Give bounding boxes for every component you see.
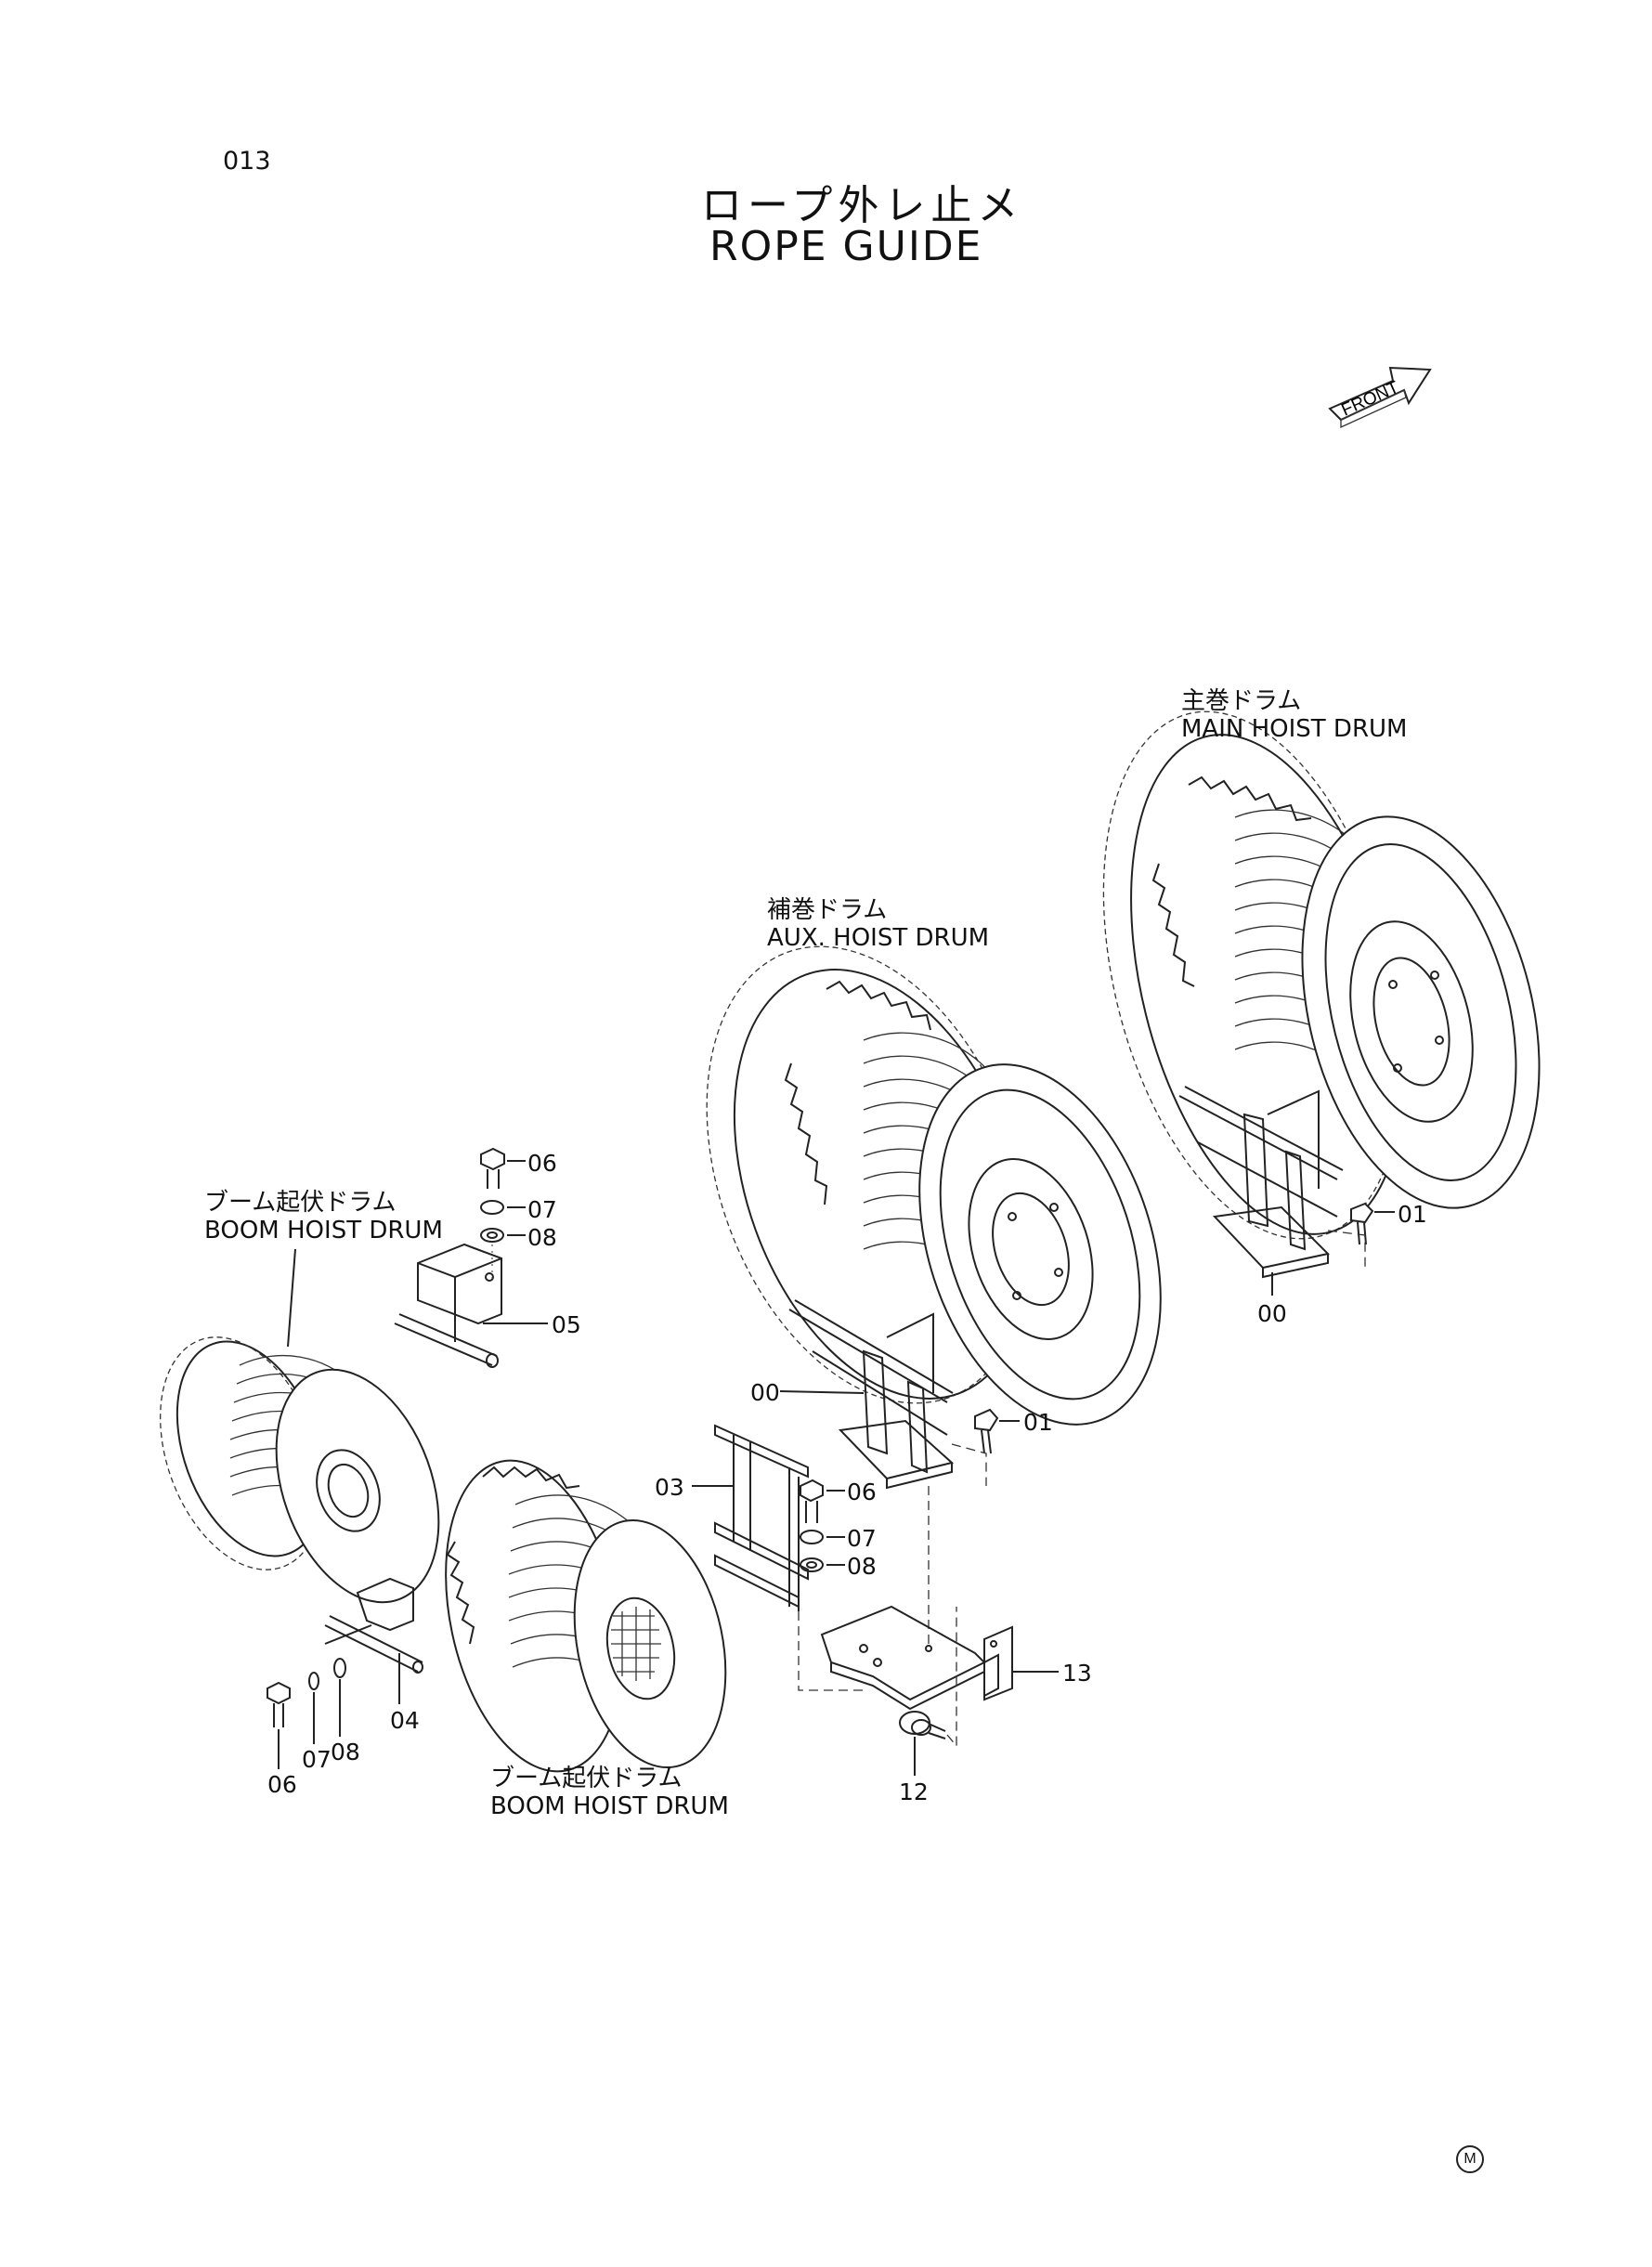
title-english: ROPE GUIDE [709, 223, 983, 270]
callout-mid-06: 06 [847, 1479, 877, 1505]
corner-mark-icon: M [1456, 2145, 1484, 2173]
boom-hoist-drum-center-label-jp: ブーム起伏ドラム [490, 1765, 683, 1792]
front-arrow-icon: FRONT [1328, 366, 1432, 429]
callout-mid-07: 07 [847, 1525, 877, 1552]
mid-fastener-stack [800, 1479, 824, 1572]
callout-13: 13 [1062, 1660, 1092, 1687]
aux-hoist-drum-label: 補巻ドラム AUX. HOIST DRUM [767, 896, 989, 952]
main-rope-guide-bracket [1178, 1086, 1344, 1279]
callout-bottom-left-06: 06 [267, 1771, 297, 1798]
boom-hoist-drum-left-label-jp: ブーム起伏ドラム [204, 1189, 397, 1217]
bolt-icon [974, 1408, 999, 1454]
callout-aux-00: 00 [750, 1379, 780, 1406]
aux-rope-guide-bracket [788, 1299, 955, 1490]
main-hoist-drum-label-en: MAIN HOIST DRUM [1181, 715, 1408, 743]
callout-aux-01: 01 [1023, 1409, 1053, 1436]
callout-bottom-left-07: 07 [302, 1746, 332, 1773]
main-hoist-drum-label: 主巻ドラム MAIN HOIST DRUM [1181, 687, 1407, 743]
aux-hoist-drum-label-en: AUX. HOIST DRUM [767, 924, 990, 952]
callout-top-06: 06 [527, 1150, 557, 1177]
bolt-12-icon [899, 1711, 946, 1739]
boom-hoist-drum-center-label-en: BOOM HOIST DRUM [490, 1792, 729, 1820]
base-plate-13 [820, 1605, 1013, 1711]
callout-main-00: 00 [1257, 1300, 1287, 1327]
bottom-left-fastener-stack [267, 1658, 346, 1727]
callout-12: 12 [899, 1778, 929, 1805]
page-number: 013 [223, 147, 271, 176]
bolt-icon [1350, 1202, 1374, 1245]
boom-hoist-drum-left [160, 1336, 440, 1604]
boom-hoist-drum-left-label: ブーム起伏ドラム BOOM HOIST DRUM [204, 1189, 443, 1244]
main-hoist-drum-label-jp: 主巻ドラム [1181, 687, 1302, 715]
rope-guide-frame-03 [714, 1424, 809, 1611]
aux-hoist-drum [706, 945, 1162, 1426]
aux-hoist-drum-label-jp: 補巻ドラム [767, 896, 888, 924]
callout-03: 03 [655, 1474, 684, 1501]
callout-main-01: 01 [1398, 1201, 1427, 1228]
callout-mid-08: 08 [847, 1553, 877, 1580]
boom-hoist-drum-center-label: ブーム起伏ドラム BOOM HOIST DRUM [490, 1765, 729, 1820]
callout-top-08: 08 [527, 1224, 557, 1251]
callout-04: 04 [390, 1707, 420, 1734]
callout-05: 05 [552, 1311, 581, 1338]
title-japanese: ロープ外レ止メ [701, 182, 1024, 229]
main-hoist-drum [1102, 710, 1541, 1240]
rope-guide-05 [394, 1243, 502, 1368]
top-fastener-stack [480, 1147, 505, 1243]
boom-hoist-drum-center [445, 1459, 727, 1773]
rope-guide-04 [324, 1577, 423, 1674]
callout-top-07: 07 [527, 1196, 557, 1223]
callout-bottom-left-08: 08 [331, 1739, 360, 1765]
boom-hoist-drum-left-label-en: BOOM HOIST DRUM [204, 1217, 443, 1244]
